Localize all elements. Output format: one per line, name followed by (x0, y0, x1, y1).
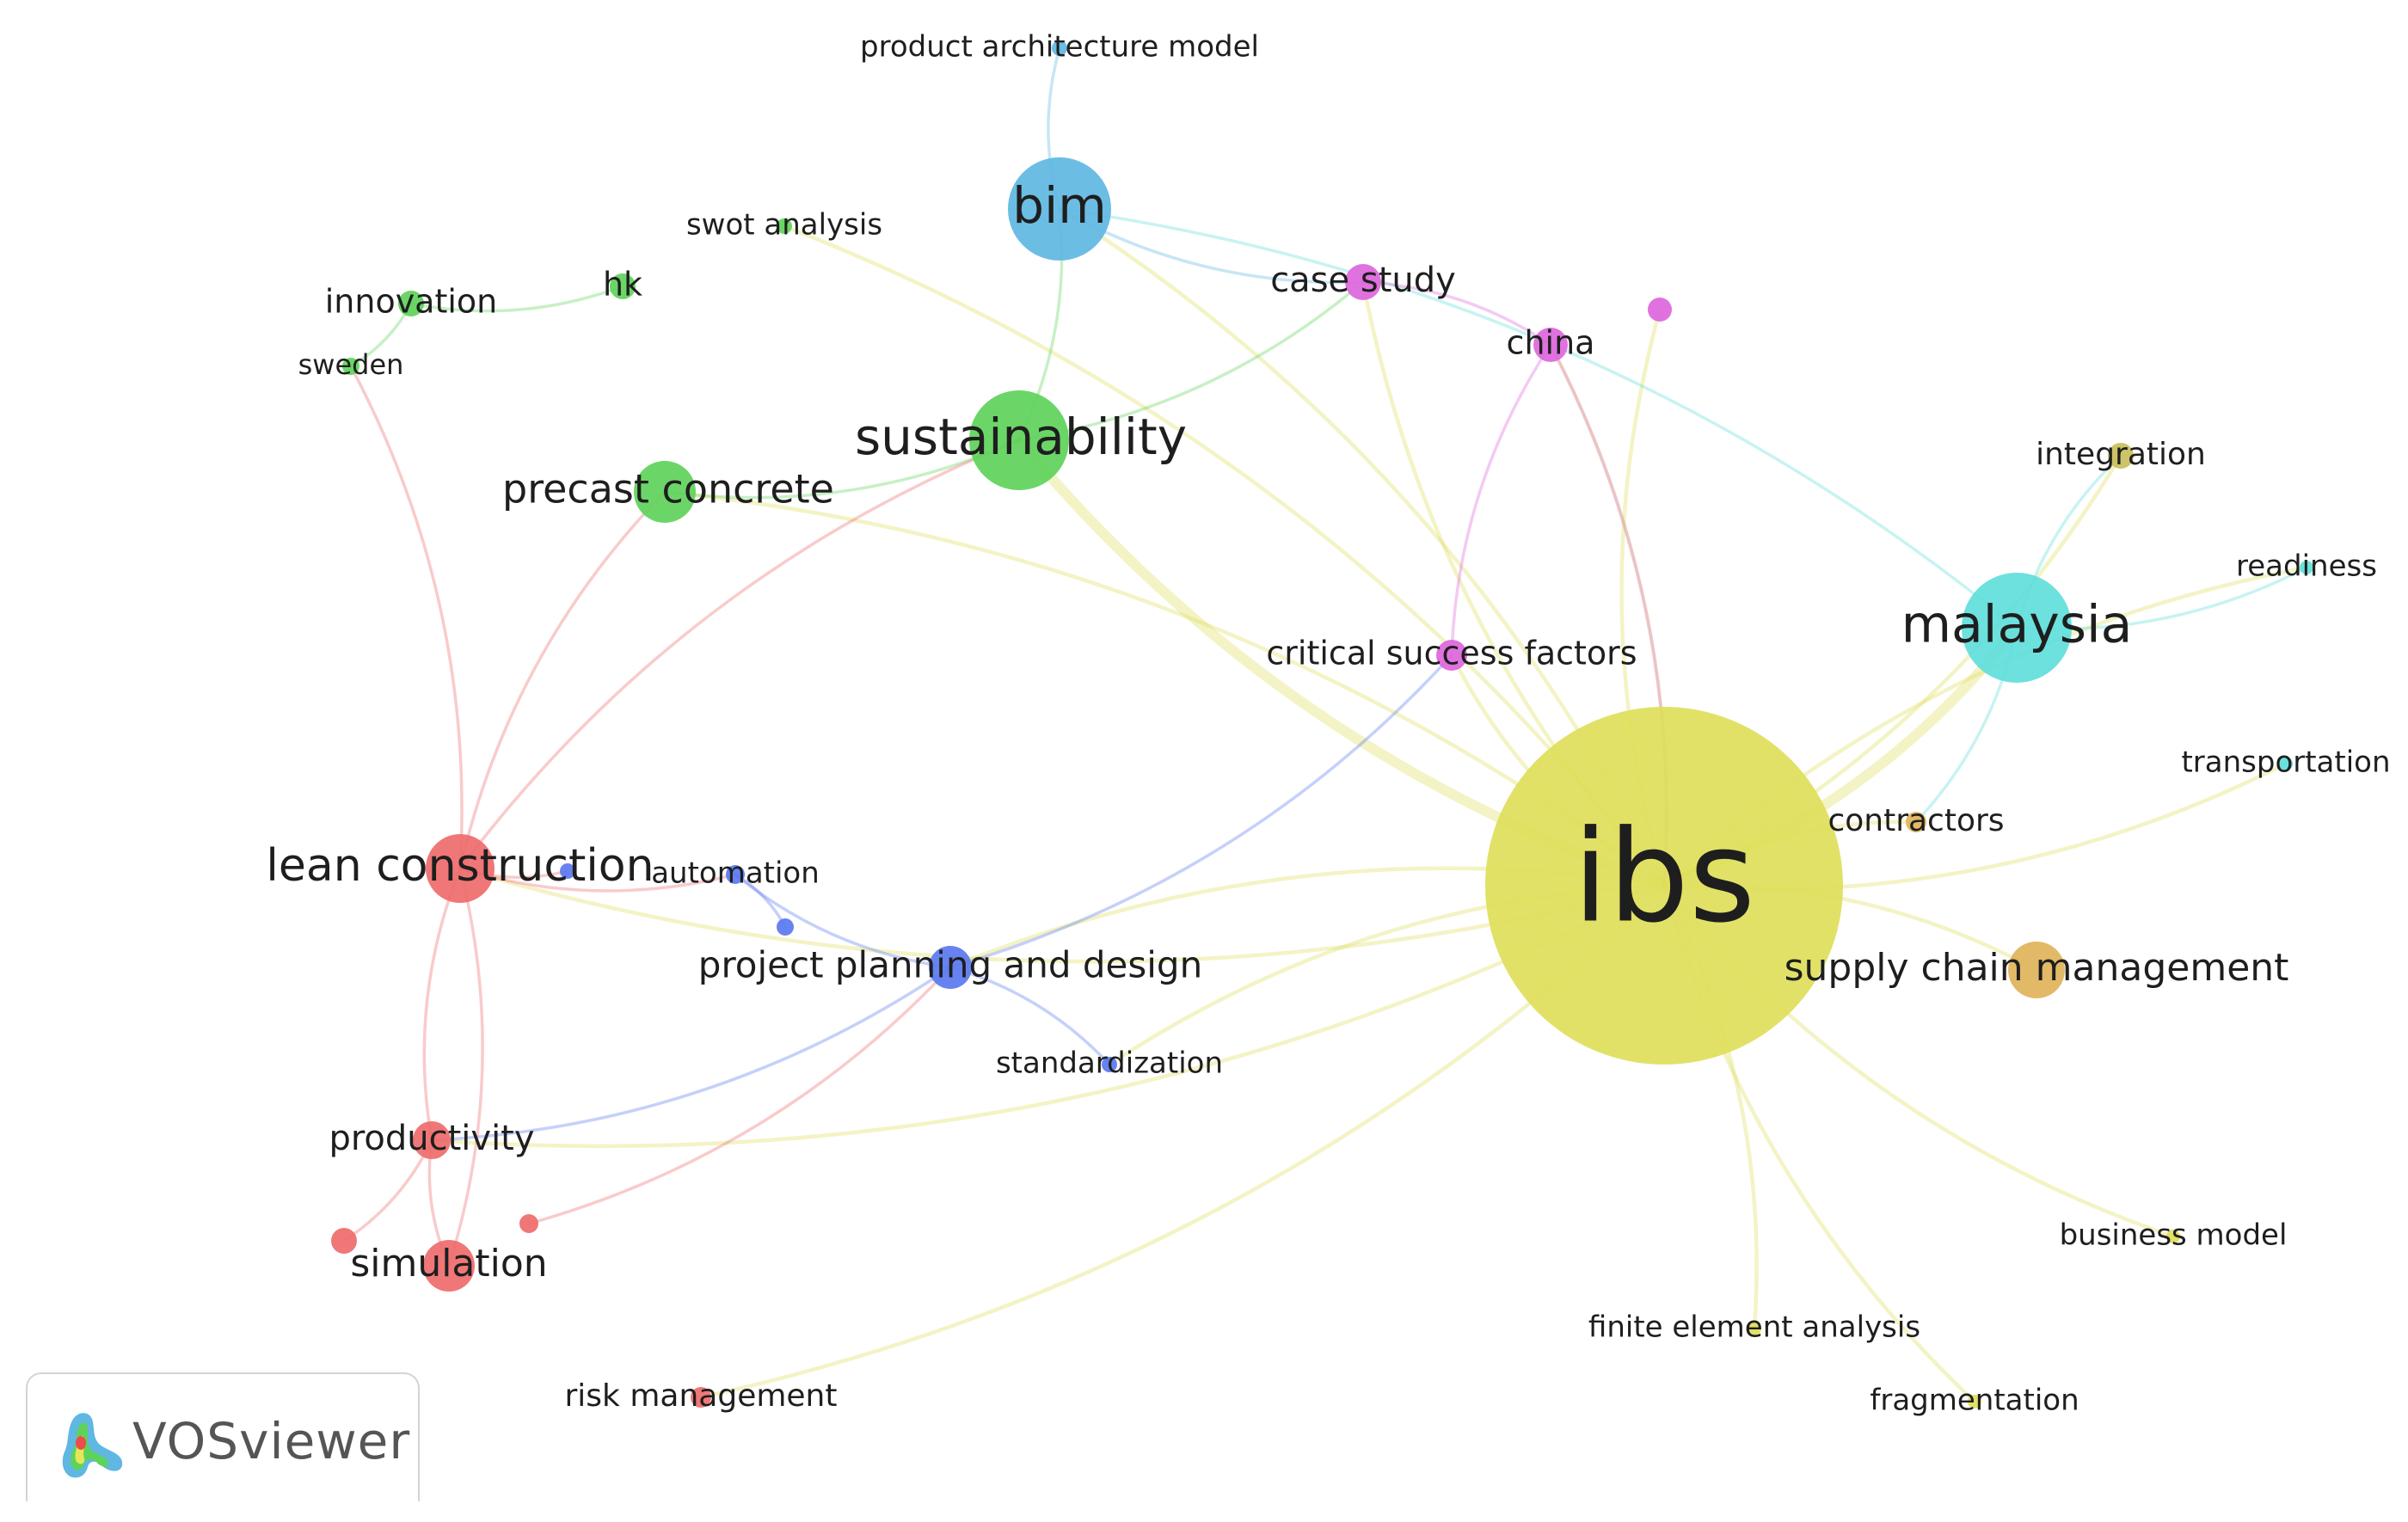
node-bim[interactable] (1008, 157, 1111, 261)
label-innovation: innovation (325, 283, 498, 321)
edge-project-planning-and-design-critical-success-factors (949, 654, 1453, 969)
node-automation[interactable] (726, 865, 745, 884)
label-precast-concrete: precast concrete (502, 466, 834, 512)
node-ibs[interactable] (1485, 707, 1843, 1065)
node-contractors[interactable] (1906, 812, 1926, 832)
node-sustainability[interactable] (969, 390, 1069, 490)
label-finite-element-analysis: finite element analysis (1588, 1310, 1920, 1345)
label-china: china (1507, 324, 1595, 362)
edge-project-planning-and-design-productivity (430, 966, 952, 1142)
node-sweden[interactable] (342, 358, 359, 375)
node-china[interactable] (1533, 328, 1568, 362)
label-business-model: business model (2060, 1218, 2288, 1253)
edge-automation-project-planning-and-design (734, 873, 952, 969)
edge-china-critical-success-factors (1450, 343, 1552, 657)
edge-lean-construction-simulation (447, 867, 484, 1267)
node-unlabeled-blue-2[interactable] (777, 918, 794, 936)
node-productivity[interactable] (413, 1121, 451, 1159)
label-supply-chain-management: supply chain management (1784, 946, 2289, 990)
vosviewer-logo-text: VOSviewer (132, 1412, 411, 1470)
label-project-planning-and-design: project planning and design (698, 944, 1202, 986)
node-finite-element-analysis[interactable] (1748, 1322, 1761, 1335)
edge-sustainability-case-study (1017, 280, 1365, 442)
label-swot-analysis: swot analysis (686, 208, 882, 242)
label-malaysia: malaysia (1901, 595, 2133, 655)
node-unlabeled-purple[interactable] (1648, 298, 1672, 322)
edge-lean-construction-sweden (349, 365, 464, 870)
edge-lean-construction-productivity (422, 867, 462, 1142)
node-unlabeled-blue-1[interactable] (560, 863, 575, 879)
node-fragmentation[interactable] (1968, 1395, 1981, 1408)
edge-unlabeled-red-2-project-planning-and-design (527, 966, 952, 1225)
label-sweden: sweden (298, 348, 404, 381)
node-business-model[interactable] (2166, 1230, 2180, 1243)
edge-innovation-hk (409, 285, 624, 313)
node-supply-chain-management[interactable] (2008, 942, 2065, 998)
network-labels: ibs malaysia sustainability bim lean constru… (266, 30, 2390, 1418)
label-hk: hk (603, 266, 642, 304)
node-critical-success-factors[interactable] (1436, 640, 1467, 671)
label-product-architecture-model: product architecture model (860, 30, 1259, 64)
edge-lean-construction-sustainability (458, 439, 1021, 870)
node-case-study[interactable] (1345, 264, 1381, 300)
vosviewer-logo-icon (62, 1413, 123, 1478)
label-transportation: transportation (2181, 746, 2390, 780)
node-swot-analysis[interactable] (777, 218, 792, 234)
node-product-architecture-model[interactable] (1052, 40, 1067, 56)
label-integration: integration (2036, 437, 2206, 472)
node-unlabeled-red-1[interactable] (331, 1228, 357, 1254)
label-risk-management: risk management (564, 1378, 837, 1414)
vosviewer-logo: VOSviewer (26, 1372, 420, 1501)
edge-ibs-lean-construction (458, 866, 1667, 964)
label-simulation: simulation (350, 1242, 547, 1286)
edge-case-study-china (1361, 280, 1552, 347)
edge-project-planning-and-design-standardization (949, 966, 1111, 1066)
network-edges (342, 46, 2309, 1404)
node-standardization[interactable] (1102, 1057, 1117, 1072)
node-simulation[interactable] (423, 1240, 475, 1292)
label-standardization: standardization (996, 1046, 1223, 1081)
node-precast-concrete[interactable] (634, 461, 696, 523)
node-project-planning-and-design[interactable] (929, 946, 972, 989)
node-unlabeled-red-2[interactable] (519, 1214, 538, 1233)
label-critical-success-factors: critical success factors (1266, 635, 1637, 672)
edge-ibs-productivity (429, 883, 1667, 1149)
label-productivity: productivity (329, 1119, 534, 1158)
node-malaysia[interactable] (1962, 573, 2072, 683)
label-contractors: contractors (1828, 803, 2004, 838)
node-integration[interactable] (2108, 443, 2134, 469)
edge-malaysia-bim (1058, 207, 2018, 629)
network-nodes (331, 40, 2313, 1408)
label-fragmentation: fragmentation (1870, 1384, 2079, 1418)
label-readiness: readiness (2236, 549, 2377, 584)
node-hk[interactable] (610, 273, 636, 299)
node-risk-management[interactable] (691, 1387, 711, 1408)
label-automation: automation (651, 856, 820, 891)
label-bim: bim (1012, 176, 1106, 235)
node-readiness[interactable] (2300, 561, 2313, 574)
node-transportation[interactable] (2279, 757, 2293, 770)
label-lean-construction: lean construction (266, 840, 654, 892)
node-innovation[interactable] (398, 291, 424, 316)
label-case-study: case study (1270, 261, 1456, 300)
node-lean-construction[interactable] (426, 834, 494, 903)
edge-lean-construction-precast-concrete (458, 490, 666, 870)
label-sustainability: sustainability (855, 408, 1187, 466)
edge-lean-construction-automation (458, 867, 737, 893)
label-ibs: ibs (1573, 803, 1755, 951)
